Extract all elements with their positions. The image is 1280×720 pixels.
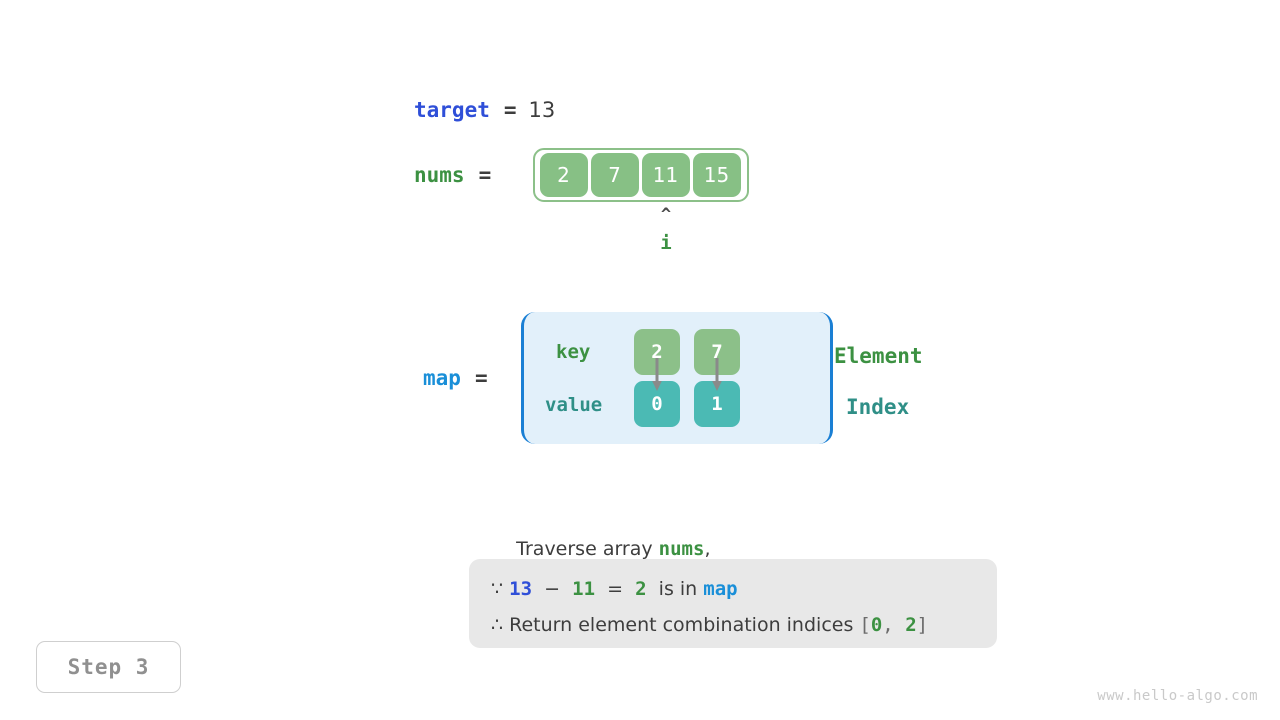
explain-target-value: 13 bbox=[509, 578, 533, 600]
equals-operator: = bbox=[607, 578, 624, 600]
explanation-line-1: ∵ 13 − 11 = 2 is in map bbox=[491, 571, 975, 607]
explain-complement: 2 bbox=[635, 578, 647, 600]
explain-current-value: 11 bbox=[572, 578, 596, 600]
nums-array: 2 7 11 15 bbox=[533, 148, 749, 202]
explanation-box: ∵ 13 − 11 = 2 is in map ∴ Return element… bbox=[469, 559, 997, 648]
description-suffix: , bbox=[704, 538, 711, 560]
caret-icon: ^ bbox=[660, 205, 672, 225]
explain-text: is in bbox=[652, 578, 704, 600]
bracket-close: ] bbox=[916, 614, 929, 636]
minus-operator: − bbox=[544, 578, 561, 600]
nums-label: nums bbox=[414, 163, 465, 187]
target-label: target bbox=[414, 98, 490, 122]
legend-element: Element bbox=[834, 344, 923, 368]
result-index-b: 2 bbox=[905, 614, 917, 636]
nums-equals: = bbox=[478, 163, 492, 187]
result-comma: , bbox=[882, 614, 906, 636]
target-value: 13 bbox=[528, 98, 556, 122]
target-row: target = 13 bbox=[414, 95, 555, 125]
explanation-line-2: ∴ Return element combination indices [0,… bbox=[491, 607, 975, 643]
explain-map-name: map bbox=[703, 578, 738, 600]
key-to-value-arrow-icon bbox=[712, 358, 722, 391]
index-pointer: ^ i bbox=[641, 206, 691, 254]
step-badge: Step 3 bbox=[36, 641, 181, 693]
array-cell: 7 bbox=[590, 153, 639, 197]
array-cell: 2 bbox=[539, 153, 588, 197]
array-cell: 15 bbox=[692, 153, 741, 197]
pointer-label: i bbox=[660, 232, 672, 254]
description-line: Traverse array nums, bbox=[492, 516, 710, 582]
map-row: map = bbox=[423, 364, 488, 392]
because-symbol: ∵ bbox=[491, 578, 504, 600]
map-equals: = bbox=[474, 366, 488, 390]
result-index-a: 0 bbox=[870, 614, 883, 636]
explain-result-text: Return element combination indices bbox=[509, 614, 860, 636]
key-to-value-arrow-icon bbox=[652, 358, 662, 391]
array-cell: 11 bbox=[641, 153, 690, 197]
bracket-open: [ bbox=[859, 614, 871, 636]
description-code: nums bbox=[658, 538, 705, 560]
map-value-label: value bbox=[545, 394, 603, 416]
map-label: map bbox=[423, 366, 461, 390]
description-prefix: Traverse array bbox=[516, 538, 659, 560]
nums-row: nums = bbox=[414, 160, 491, 190]
map-key-label: key bbox=[556, 341, 591, 363]
legend-index: Index bbox=[846, 395, 910, 419]
target-equals: = bbox=[503, 98, 517, 122]
watermark: www.hello-algo.com bbox=[1097, 688, 1258, 704]
therefore-symbol: ∴ bbox=[491, 614, 504, 636]
